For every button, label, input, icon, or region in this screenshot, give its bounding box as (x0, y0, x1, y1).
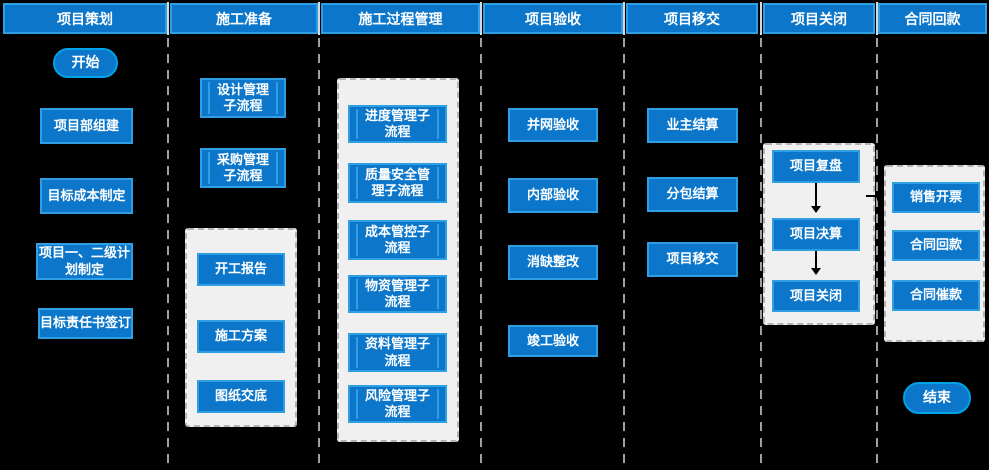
lane-header-project-closure: 项目关闭 (763, 3, 875, 34)
commencement-report-node: 开工报告 (197, 253, 285, 286)
lane-divider (876, 2, 878, 35)
lane-header-project-planning: 项目策划 (3, 3, 167, 34)
project-handover-node: 项目移交 (647, 242, 738, 277)
target-cost-setting-node: 目标成本制定 (40, 178, 133, 214)
arrow-review-to-final-account (811, 183, 821, 213)
document-management-subprocess: 资料管理子 流程 (348, 333, 447, 372)
end-node: 结束 (903, 382, 971, 414)
schedule-management-subprocess: 进度管理子 流程 (348, 105, 447, 143)
lane-divider (623, 38, 625, 466)
lane-header-construction-prep: 施工准备 (170, 3, 318, 34)
subcontract-settlement-node: 分包结算 (647, 177, 738, 212)
sales-invoicing-node: 销售开票 (892, 182, 980, 213)
lane-divider (318, 38, 320, 466)
grid-connection-acceptance-node: 并网验收 (508, 108, 598, 142)
start-node: 开始 (53, 48, 118, 78)
completion-acceptance-node: 竣工验收 (508, 325, 598, 357)
construction-plan-node: 施工方案 (197, 320, 285, 353)
project-closure-node: 项目关闭 (772, 280, 860, 312)
lane-divider (480, 2, 482, 35)
lane-divider (760, 2, 762, 35)
lane-divider (167, 38, 169, 466)
contract-payment-node: 合同回款 (892, 230, 980, 261)
lane-header-project-handover: 项目移交 (626, 3, 758, 34)
target-responsibility-signing-node: 目标责任书签订 (38, 308, 133, 339)
contract-dunning-node: 合同催款 (892, 280, 980, 311)
lane-divider (760, 38, 762, 466)
lane-header-contract-collection: 合同回款 (878, 3, 987, 34)
project-final-account-node: 项目决算 (772, 218, 860, 251)
material-management-subprocess: 物资管理子 流程 (348, 275, 447, 313)
project-review-node: 项目复盘 (772, 150, 860, 183)
lane-header-construction-process: 施工过程管理 (321, 3, 480, 34)
defect-rectification-node: 消缺整改 (508, 245, 598, 280)
lane-divider (318, 2, 320, 35)
lane-divider (167, 2, 169, 35)
arrow-final-account-to-closure (811, 251, 821, 275)
lane-divider (876, 38, 878, 466)
project-dept-setup-node: 项目部组建 (40, 108, 133, 144)
lane-divider (480, 38, 482, 466)
drawing-disclosure-node: 图纸交底 (197, 380, 285, 413)
internal-acceptance-node: 内部验收 (508, 178, 598, 213)
owner-settlement-node: 业主结算 (647, 108, 738, 143)
project-plan-development-node: 项目一、二级计 划制定 (36, 243, 133, 280)
design-management-subprocess: 设计管理 子流程 (200, 78, 286, 118)
procurement-management-subprocess: 采购管理 子流程 (200, 148, 286, 188)
lane-divider (623, 2, 625, 35)
cost-control-subprocess: 成本管控子 流程 (348, 220, 447, 260)
arrow-into-sales-invoicing (866, 191, 884, 201)
risk-management-subprocess: 风险管理子 流程 (348, 385, 447, 423)
quality-safety-management-subprocess: 质量安全管 理子流程 (348, 163, 447, 203)
lane-header-project-acceptance: 项目验收 (483, 3, 623, 34)
